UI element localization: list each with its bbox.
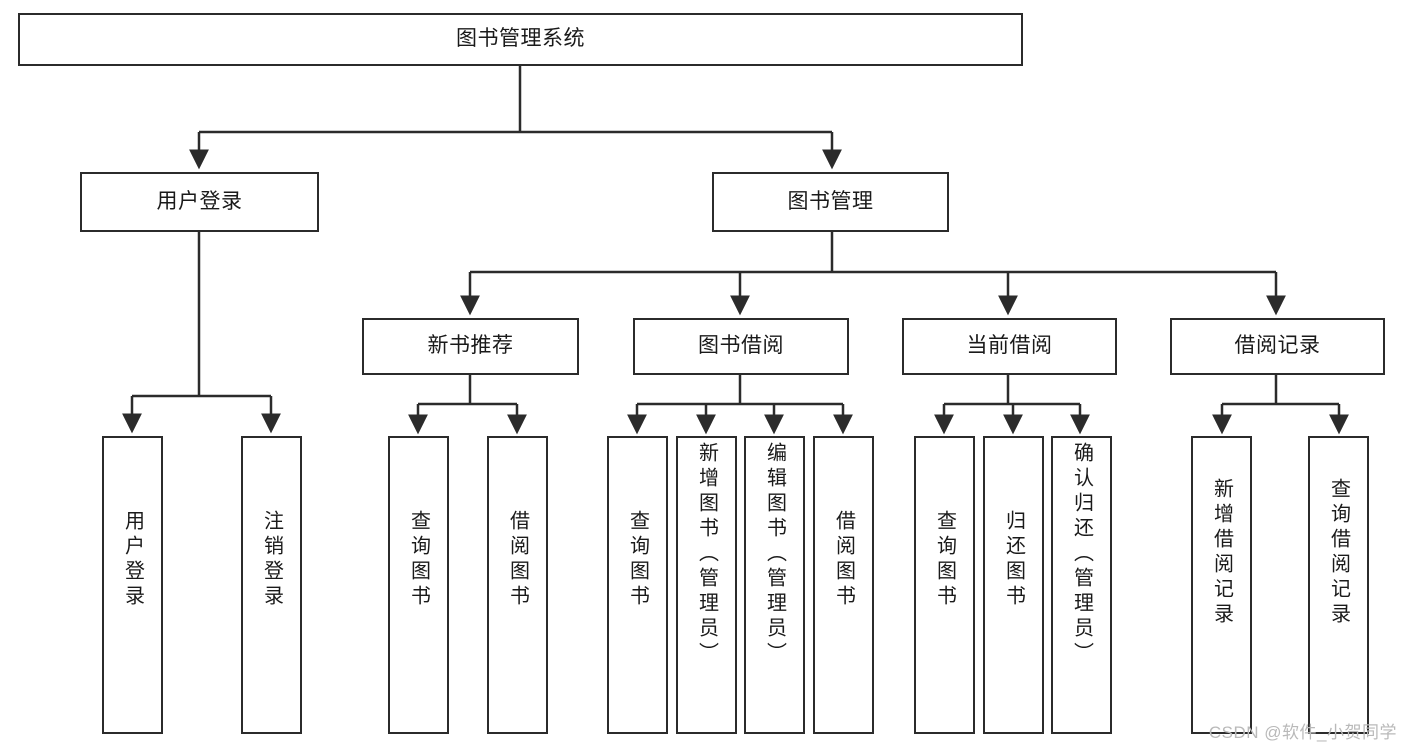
node-label: 新增借阅记录 — [1210, 478, 1233, 628]
leaf-borrow-query-books[interactable]: 查询图书 — [607, 436, 668, 734]
node-label: 注销登录 — [260, 510, 283, 610]
node-book-management[interactable]: 图书管理 — [712, 172, 949, 232]
node-label: 编辑图书（管理员） — [763, 442, 786, 667]
node-root-book-management-system[interactable]: 图书管理系统 — [18, 13, 1023, 66]
node-new-book-recommendation[interactable]: 新书推荐 — [362, 318, 579, 375]
node-label: 新增图书（管理员） — [695, 442, 718, 667]
leaf-current-return-books[interactable]: 归还图书 — [983, 436, 1044, 734]
leaf-borrow-edit-book-admin[interactable]: 编辑图书（管理员） — [744, 436, 805, 734]
node-label: 查询图书 — [933, 510, 956, 610]
node-borrow-record[interactable]: 借阅记录 — [1170, 318, 1385, 375]
leaf-new-book-query-books[interactable]: 查询图书 — [388, 436, 449, 734]
node-book-borrow[interactable]: 图书借阅 — [633, 318, 849, 375]
leaf-record-query-borrow-record[interactable]: 查询借阅记录 — [1308, 436, 1369, 734]
leaf-user-login-logout[interactable]: 注销登录 — [241, 436, 302, 734]
node-label: 查询图书 — [407, 510, 430, 610]
node-label: 查询图书 — [626, 510, 649, 610]
leaf-borrow-borrow-books[interactable]: 借阅图书 — [813, 436, 874, 734]
leaf-borrow-add-book-admin[interactable]: 新增图书（管理员） — [676, 436, 737, 734]
node-user-login[interactable]: 用户登录 — [80, 172, 319, 232]
csdn-watermark: CSDN @软件_小贺同学 — [1208, 723, 1397, 742]
leaf-current-confirm-return-admin[interactable]: 确认归还（管理员） — [1051, 436, 1112, 734]
node-label: 新书推荐 — [427, 334, 514, 358]
node-label: 查询借阅记录 — [1327, 478, 1350, 628]
leaf-new-book-borrow-books[interactable]: 借阅图书 — [487, 436, 548, 734]
node-label: 图书管理 — [787, 189, 874, 213]
node-label: 用户登录 — [156, 189, 243, 213]
node-label: 确认归还（管理员） — [1070, 442, 1093, 667]
node-label: 图书借阅 — [698, 334, 784, 358]
node-label: 借阅图书 — [832, 510, 855, 610]
node-label: 用户登录 — [121, 510, 144, 610]
leaf-record-add-borrow-record[interactable]: 新增借阅记录 — [1191, 436, 1252, 734]
node-label: 借阅记录 — [1234, 334, 1321, 358]
leaf-current-query-books[interactable]: 查询图书 — [914, 436, 975, 734]
node-label: 借阅图书 — [506, 510, 529, 610]
node-current-borrow[interactable]: 当前借阅 — [902, 318, 1117, 375]
node-label: 图书管理系统 — [456, 27, 585, 51]
leaf-user-login-user-login[interactable]: 用户登录 — [102, 436, 163, 734]
node-label: 归还图书 — [1002, 510, 1025, 610]
node-label: 当前借阅 — [966, 334, 1053, 358]
